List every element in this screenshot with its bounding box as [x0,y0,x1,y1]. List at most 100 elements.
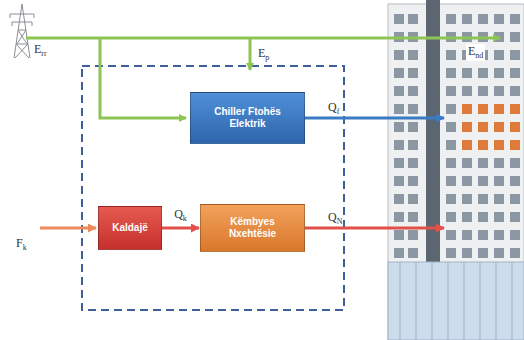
window [510,86,520,96]
window [494,14,504,24]
flow-label: Qf [326,100,341,117]
flow-label: End [466,44,485,61]
window [494,86,504,96]
flow-label: Err [32,42,49,59]
window [478,86,488,96]
window [394,68,404,78]
window [478,122,488,132]
flow-connector [162,227,199,230]
window [478,230,488,240]
window [494,158,504,168]
window [494,230,504,240]
window [394,122,404,132]
window [462,140,472,150]
window [408,14,418,24]
window [510,230,520,240]
window [462,194,472,204]
window [510,122,520,132]
window [478,194,488,204]
window [494,122,504,132]
heat-exchanger-box: Këmbyes Nxehtësie [200,204,305,252]
window [408,86,418,96]
building-illustration [388,0,524,340]
window [462,158,472,168]
window [494,104,504,114]
window [478,158,488,168]
glass-mullion [416,262,417,340]
window [394,176,404,186]
window [446,14,456,24]
window [510,32,520,42]
window [394,14,404,24]
window [408,248,418,258]
glass-mullion [464,262,465,340]
window [394,104,404,114]
window [408,176,418,186]
window [494,248,504,258]
window [394,86,404,96]
window [446,212,456,222]
window [494,50,504,60]
window [446,122,456,132]
window [510,194,520,204]
window [478,140,488,150]
window [394,230,404,240]
window [494,194,504,204]
heating-arrow [305,227,444,230]
box-label: Kaldajë [112,222,148,234]
window [446,230,456,240]
chiller-feed [100,38,186,118]
glass-mullion [512,262,513,340]
box-label: Chiller Ftohës Elektrik [197,106,298,130]
window [510,50,520,60]
window [394,158,404,168]
window [462,212,472,222]
window [510,14,520,24]
window [462,14,472,24]
window [462,230,472,240]
glass-mullion [400,262,401,340]
window [446,68,456,78]
window [510,104,520,114]
window [394,50,404,60]
window [394,194,404,204]
window [394,248,404,258]
window [478,14,488,24]
window [446,140,456,150]
window [408,212,418,222]
glass-mullion [448,262,449,340]
pylon-icon [10,4,34,58]
window [446,176,456,186]
window [494,68,504,78]
window [446,194,456,204]
window [478,68,488,78]
window [462,104,472,114]
window [510,68,520,78]
window [446,104,456,114]
window [462,248,472,258]
flow-label: Fk [14,236,29,253]
glass-mullion [480,262,481,340]
window [408,140,418,150]
chiller-box: Chiller Ftohës Elektrik [190,92,305,144]
window [462,86,472,96]
window [510,248,520,258]
fuel-arrow [40,227,96,230]
window [478,176,488,186]
window [494,140,504,150]
glass-mullion [496,262,497,340]
window [408,194,418,204]
window [510,176,520,186]
window [408,68,418,78]
window [462,68,472,78]
window [478,212,488,222]
window [446,158,456,168]
window [446,50,456,60]
edge-label: Qk [172,207,189,224]
window [510,212,520,222]
window [408,50,418,60]
grid-branch [249,38,252,70]
window [408,104,418,114]
grid-line [26,37,500,40]
window [494,212,504,222]
